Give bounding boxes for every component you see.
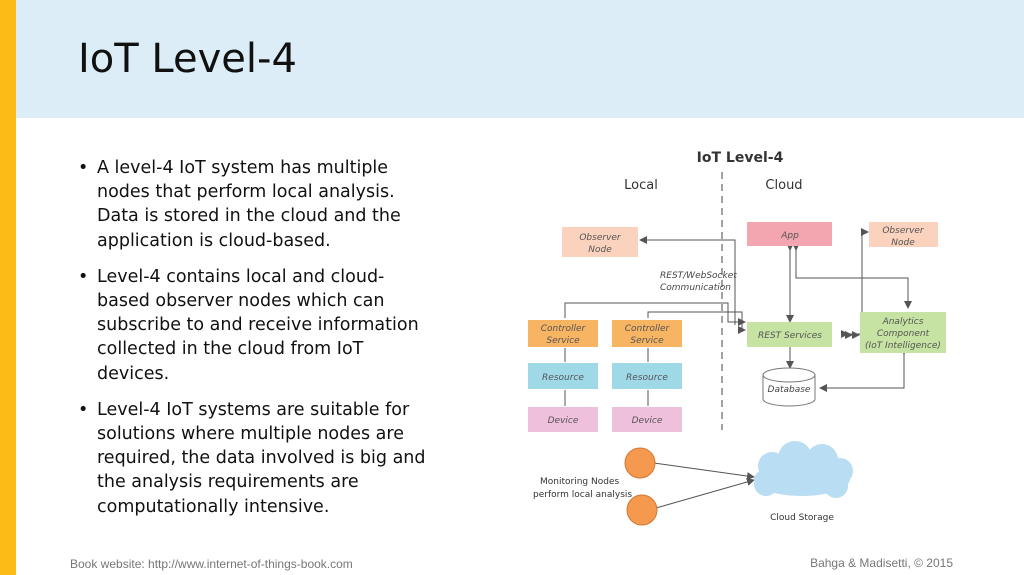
footer-website: Book website: http://www.internet-of-thi… — [70, 557, 353, 571]
bullet-text: Level-4 IoT systems are suitable for sol… — [97, 399, 426, 517]
local-label: Local — [624, 178, 658, 193]
bullet-item: • Level-4 contains local and cloud-based … — [78, 265, 428, 386]
analytics-label: (IoT Intelligence) — [865, 341, 941, 351]
controller-service-2 — [612, 320, 682, 347]
observer-node-cloud-label: Node — [891, 238, 915, 248]
iot-level4-diagram: IoT Level-4 Local Cloud Observer Node Ap… — [528, 150, 946, 526]
bullet-dot: • — [78, 158, 89, 178]
bullet-text: Level-4 contains local and cloud-based o… — [97, 266, 419, 384]
bullet-dot: • — [78, 266, 89, 287]
cloud-label: Cloud — [765, 178, 802, 193]
rest-services-label: REST Services — [758, 331, 822, 341]
observer-node-local-label: Node — [588, 245, 612, 255]
comm-label: REST/WebSocket — [660, 271, 737, 281]
bullet-text: A level-4 IoT system has multiple nodes … — [97, 158, 401, 251]
observer-node-cloud — [869, 222, 938, 247]
header-band — [16, 0, 1024, 118]
device-1 — [528, 407, 598, 432]
observer-node-local-label: Observer — [579, 233, 622, 243]
monitoring-node-1 — [624, 447, 656, 479]
analytics-label: Component — [877, 329, 930, 339]
controller-service-1 — [528, 320, 598, 347]
resource-2-label: Resource — [626, 373, 668, 383]
database-label: Database — [768, 385, 811, 395]
device-1-label: Device — [548, 416, 579, 426]
rest-services-box — [747, 322, 832, 347]
controller-service-1-label: Controller — [541, 324, 587, 334]
connectors — [564, 228, 912, 509]
bullet-dot: • — [78, 399, 89, 420]
cloud-storage-icon — [754, 441, 853, 498]
comm-label: Communication — [660, 283, 731, 293]
device-2-label: Device — [632, 416, 663, 426]
bullet-item: • A level-4 IoT system has multiple nodes… — [78, 156, 428, 253]
app-box — [747, 222, 832, 246]
diagram-title: IoT Level-4 — [697, 150, 784, 166]
resource-2 — [612, 363, 682, 389]
database-cylinder — [762, 367, 816, 407]
observer-node-cloud-label: Observer — [882, 226, 925, 236]
footer-copyright: Bahga & Madisetti, © 2015 — [810, 556, 953, 570]
controller-service-2-label: Controller — [625, 324, 671, 334]
resource-1 — [528, 363, 598, 389]
controller-service-1-label: Service — [546, 336, 580, 346]
cloud-storage-label: Cloud Storage — [770, 513, 834, 523]
bullet-item: • Level-4 IoT systems are suitable for so… — [78, 398, 428, 519]
app-label: App — [780, 231, 799, 241]
controller-service-2-label: Service — [630, 336, 664, 346]
monitoring-label: Monitoring Nodes — [540, 477, 619, 487]
observer-node-local — [562, 227, 638, 257]
monitoring-label: perform local analysis — [533, 490, 632, 500]
monitoring-node-2 — [626, 494, 658, 526]
accent-bar — [0, 0, 16, 575]
slide-title: IoT Level-4 — [78, 36, 297, 82]
resource-1-label: Resource — [542, 373, 584, 383]
analytics-label: Analytics — [882, 317, 924, 327]
bullet-list: • A level-4 IoT system has multiple nodes… — [78, 156, 428, 531]
device-2 — [612, 407, 682, 432]
analytics-component-box — [860, 312, 946, 353]
